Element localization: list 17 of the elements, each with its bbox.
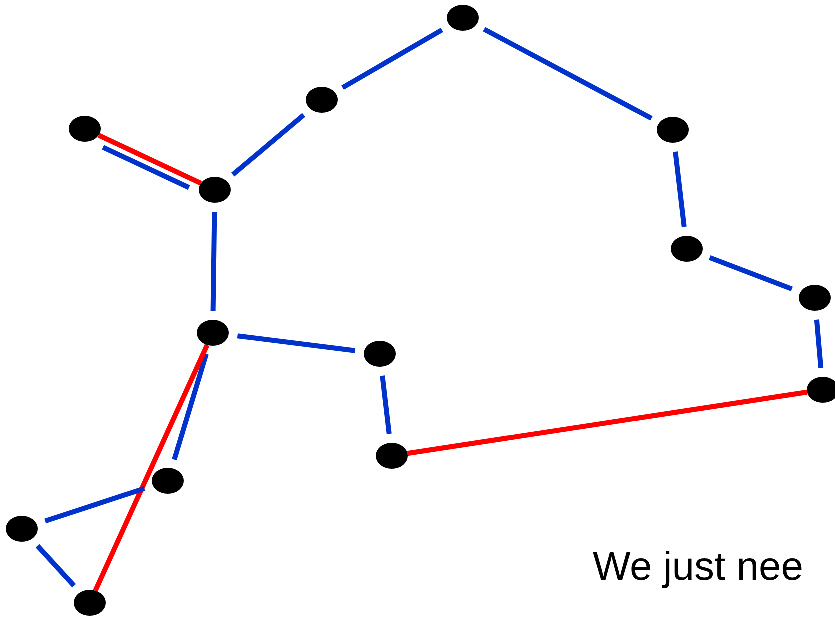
graph-edge [483, 27, 653, 121]
graph-edge [44, 486, 146, 524]
graph-edge [231, 113, 306, 177]
graph-edge [342, 28, 444, 90]
graph-edge [237, 334, 356, 354]
graph-edge [407, 390, 808, 456]
graph-edge [36, 544, 76, 588]
graph-edge [210, 212, 218, 312]
graph-edge [102, 145, 190, 190]
graph-edge [98, 133, 202, 186]
graph-edge [814, 320, 824, 368]
graph-edge [93, 344, 210, 592]
graph-edge [673, 152, 687, 228]
graph-edge [172, 353, 209, 461]
graph-edge [709, 255, 793, 292]
note-text: We just nee [593, 545, 804, 590]
graph-edge [380, 376, 392, 434]
